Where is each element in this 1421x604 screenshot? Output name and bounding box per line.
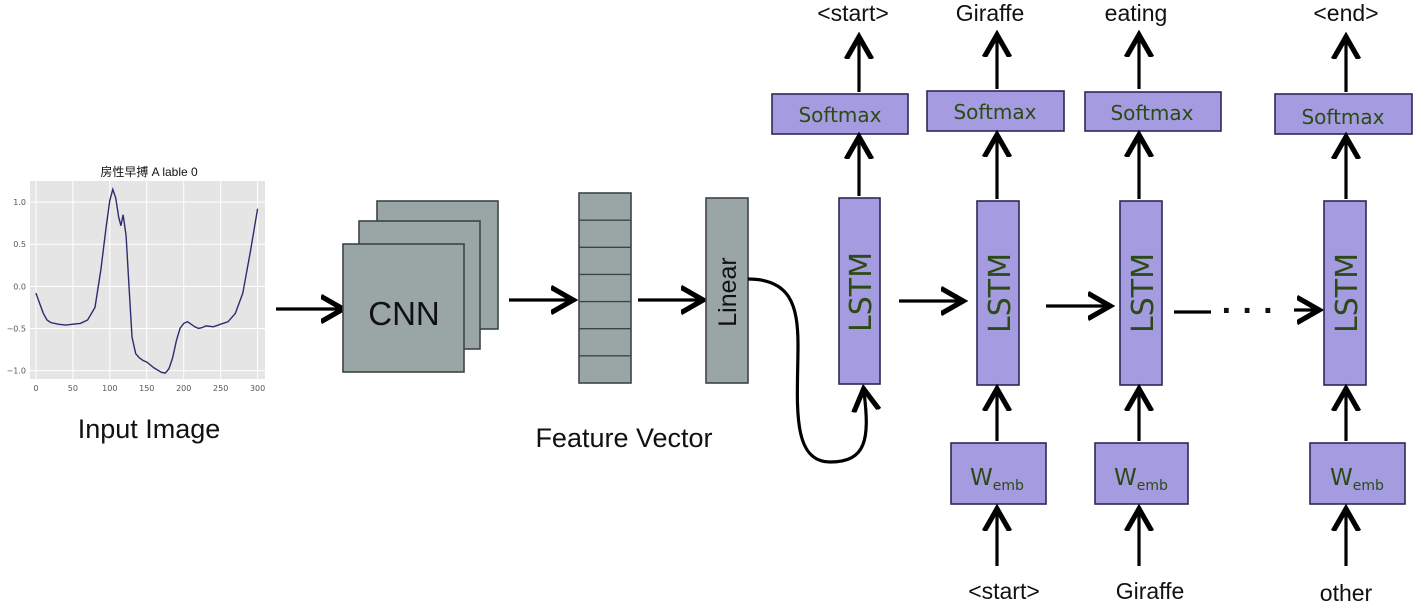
softmax-label-4: Softmax [1301, 105, 1384, 129]
input-chart-x-ticks: 0 50 100 150 200 250 300 [33, 384, 265, 393]
lstm-column-1: <start> Softmax LSTM [771, 0, 909, 385]
linear-box [705, 197, 749, 384]
linear-label: Linear [714, 257, 742, 327]
lstm-label-4: LSTM [1330, 253, 1365, 333]
lstm-box-1 [838, 197, 881, 385]
x-tick-label: 100 [102, 384, 117, 393]
input-chart-series-line [35, 187, 259, 374]
input-chart-title: 房性早搏 A lable 0 [100, 164, 198, 179]
cnn-stack: CNN [342, 200, 499, 373]
input-chart-plot-area [30, 181, 265, 379]
output-token-4: <end> [1313, 0, 1378, 26]
lstm-box-4 [1323, 200, 1367, 386]
input-chart-y-ticks: 1.0 0.5 0.0 −0.5 −1.0 [7, 198, 26, 376]
output-token-3: eating [1105, 0, 1168, 26]
x-tick-label: 250 [213, 384, 228, 393]
y-tick-label: −1.0 [7, 367, 26, 376]
wemb-label-2: Wemb [970, 465, 1024, 494]
wemb-box-3 [1094, 442, 1189, 505]
input-image-caption: Input Image [78, 414, 221, 444]
arrow-linear-to-lstm-1 [747, 277, 866, 464]
feature-vector: Feature Vector [535, 192, 713, 453]
output-token-1: <start> [817, 0, 889, 26]
y-tick-label: 0.0 [13, 282, 26, 291]
feature-vector-dividers [579, 219, 631, 357]
lstm-box-3 [1119, 200, 1163, 386]
feature-vector-box [578, 192, 632, 384]
feature-vector-caption: Feature Vector [535, 423, 712, 453]
softmax-box-3 [1084, 91, 1222, 132]
wemb-box-2 [950, 442, 1047, 505]
x-tick-label: 0 [33, 384, 38, 393]
input-token-2: <start> [968, 578, 1040, 604]
lstm-column-2: Giraffe Softmax LSTM Wemb <start> [926, 0, 1065, 604]
softmax-label-2: Softmax [953, 100, 1036, 124]
x-tick-label: 200 [176, 384, 191, 393]
lstm-column-3: eating Softmax LSTM Wemb Giraffe [1084, 0, 1222, 604]
wemb-label-4: Wemb [1330, 465, 1384, 494]
input-chart: 房性早搏 A lable 0 0 50 100 150 200 250 300 1.0 0.5… [7, 164, 266, 444]
linear-layer: Linear [705, 197, 749, 384]
wemb-label-3: Wemb [1114, 465, 1168, 494]
lstm-label-2: LSTM [983, 253, 1018, 333]
lstm-column-4: <end> Softmax LSTM Wemb other [1274, 0, 1413, 604]
lstm-box-2 [976, 200, 1020, 386]
x-tick-label: 150 [139, 384, 154, 393]
cnn-layer-front [342, 243, 465, 373]
x-tick-label: 300 [250, 384, 265, 393]
input-chart-grid [30, 181, 265, 379]
output-token-2: Giraffe [956, 0, 1025, 26]
x-tick-label: 50 [68, 384, 78, 393]
y-tick-label: −0.5 [7, 324, 26, 333]
softmax-label-1: Softmax [798, 103, 881, 127]
ellipsis: · · · [1222, 292, 1275, 330]
input-token-4: other [1320, 580, 1373, 604]
lstm-label-3: LSTM [1126, 253, 1161, 333]
lstm-label-1: LSTM [844, 252, 879, 332]
softmax-box-1 [771, 93, 909, 135]
y-tick-label: 1.0 [13, 198, 26, 207]
wemb-box-4 [1309, 442, 1406, 505]
input-token-3: Giraffe [1116, 578, 1185, 604]
y-tick-label: 0.5 [13, 240, 26, 249]
softmax-label-3: Softmax [1110, 101, 1193, 125]
cnn-label: CNN [368, 295, 440, 332]
